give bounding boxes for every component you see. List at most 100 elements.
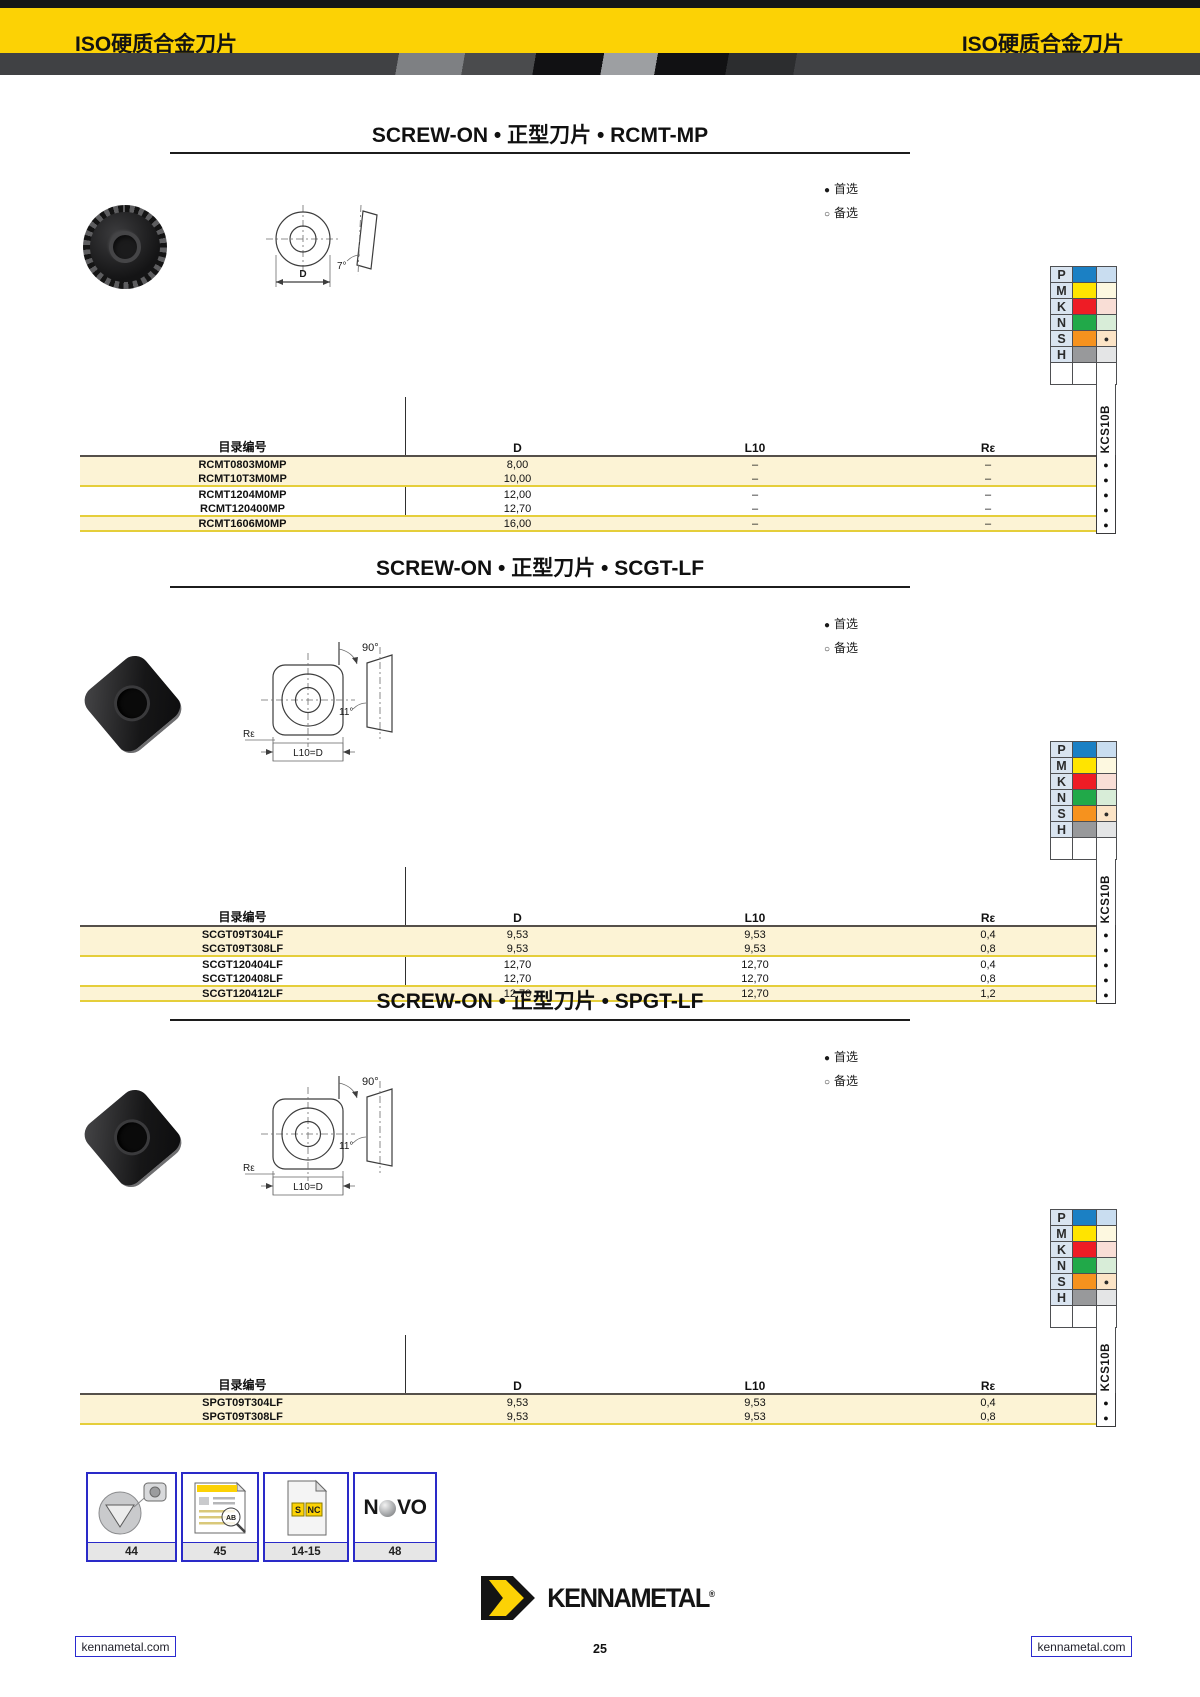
grade-empty-cell bbox=[1073, 363, 1097, 385]
grade-cell-S: ● bbox=[1097, 331, 1117, 347]
novo-logo: N VO bbox=[363, 1496, 427, 1519]
insert-hole bbox=[109, 231, 141, 263]
preferred-dot-column: ● ● bbox=[1096, 1393, 1116, 1427]
novo-sphere-icon bbox=[379, 1499, 397, 1517]
snc-document-icon: S NC bbox=[287, 1479, 328, 1536]
section2-rule bbox=[170, 586, 910, 588]
grade-swatch-K bbox=[1073, 774, 1097, 790]
grade-empty-cell bbox=[1097, 363, 1117, 385]
section3-legend: ●首选 ○备选 bbox=[824, 1050, 859, 1088]
preferred-dot-column: ● ● ● ● ● bbox=[1096, 925, 1116, 1004]
angle-7-label: 7° bbox=[337, 261, 347, 272]
grade-letter-K: K bbox=[1051, 1242, 1073, 1258]
grade-letter-P: P bbox=[1051, 1210, 1073, 1226]
grade-letter-S: S bbox=[1051, 1274, 1073, 1290]
grade-cell-P bbox=[1097, 267, 1117, 283]
grade-swatch-S bbox=[1073, 806, 1097, 822]
re-label: Rε bbox=[243, 729, 255, 740]
magnifier-badge: AB bbox=[226, 1515, 236, 1522]
dim-l10d-label: L10=D bbox=[293, 1182, 323, 1193]
legend-preferred: ●首选 bbox=[824, 182, 859, 196]
preferred-dot: ● bbox=[1103, 989, 1109, 1000]
kcs10b-column-label: KCS10B bbox=[1096, 859, 1116, 925]
page-ref-snc-document[interactable]: S NC 14-15 bbox=[263, 1472, 349, 1562]
catalog-number: SPGT09T304LF bbox=[202, 1396, 283, 1409]
grade-letter-H: H bbox=[1051, 822, 1073, 838]
insert-hole bbox=[110, 1116, 154, 1159]
section1-title: SCREW-ON • 正型刀片 • RCMT-MP bbox=[371, 124, 709, 147]
grade-swatch-H bbox=[1073, 347, 1097, 363]
rcmt-technical-drawing: D 7° bbox=[266, 204, 378, 287]
grade-swatch-K bbox=[1073, 1242, 1097, 1258]
grade-swatch-M bbox=[1073, 758, 1097, 774]
section3-title: SCREW-ON • 正型刀片 • SPGT-LF bbox=[376, 990, 704, 1013]
angle-11-label: 11° bbox=[339, 707, 353, 718]
preferred-dot: ● bbox=[1103, 959, 1109, 970]
rcmt-insert-photo bbox=[83, 205, 167, 289]
spgt-insert-photo bbox=[78, 1083, 188, 1194]
website-link-left[interactable]: kennametal.com bbox=[75, 1636, 176, 1657]
registered-mark: ® bbox=[708, 1588, 715, 1599]
filled-dot-icon: ● bbox=[824, 620, 831, 631]
catalog-number: RCMT120400MP bbox=[200, 502, 285, 515]
col-header-d: D bbox=[513, 441, 522, 455]
snc-nc-label: NC bbox=[308, 1505, 321, 1515]
scgt-insert-photo bbox=[78, 649, 188, 760]
section2-title: SCREW-ON • 正型刀片 • SCGT-LF bbox=[375, 557, 705, 580]
grade-cell-M bbox=[1097, 283, 1117, 299]
open-dot-icon: ○ bbox=[824, 1077, 831, 1088]
kennametal-mark-icon bbox=[480, 1576, 535, 1620]
grade-swatch-M bbox=[1073, 1226, 1097, 1242]
page-ref-catalog-page[interactable]: AB 45 bbox=[181, 1472, 259, 1562]
header-title-right: ISO硬质合金刀片 bbox=[961, 33, 1124, 56]
open-dot-icon: ○ bbox=[824, 209, 831, 220]
page-ref-number: 45 bbox=[183, 1542, 257, 1560]
col-header-l10: L10 bbox=[744, 441, 766, 455]
grade-letter-P: P bbox=[1051, 267, 1073, 283]
catalog-number: SCGT120404LF bbox=[202, 958, 283, 971]
catalog-number: SCGT120412LF bbox=[202, 987, 283, 1000]
grade-swatch-K bbox=[1073, 299, 1097, 315]
section1-rule bbox=[170, 152, 910, 154]
grade-letter-P: P bbox=[1051, 742, 1073, 758]
grade-letter-N: N bbox=[1051, 315, 1073, 331]
preferred-dot: ● bbox=[1103, 474, 1109, 485]
legend-alternate: ○备选 bbox=[824, 206, 859, 220]
catalog-number: RCMT1204M0MP bbox=[198, 488, 287, 501]
preferred-dot: ● bbox=[1103, 1397, 1109, 1408]
angle-90-label: 90° bbox=[362, 642, 379, 654]
grade-swatch-H bbox=[1073, 822, 1097, 838]
page-ref-novo[interactable]: N VO 48 bbox=[353, 1472, 437, 1562]
table2-header-rule bbox=[80, 925, 1096, 927]
table3-header-rule bbox=[80, 1393, 1096, 1395]
dim-d-label: D bbox=[299, 269, 306, 280]
page-number: 25 bbox=[593, 1642, 607, 1656]
grade-chart: P M K N S● H bbox=[1050, 266, 1117, 385]
grade-swatch-N bbox=[1073, 1258, 1097, 1274]
grade-letter-N: N bbox=[1051, 1258, 1073, 1274]
website-link-right[interactable]: kennametal.com bbox=[1031, 1636, 1132, 1657]
page-ref-insert-photo[interactable]: 44 bbox=[86, 1472, 177, 1562]
grade-chart: P M K N S● H bbox=[1050, 1209, 1117, 1328]
grade-cell-K bbox=[1097, 299, 1117, 315]
grade-swatch-P bbox=[1073, 1210, 1097, 1226]
grade-swatch-P bbox=[1073, 742, 1097, 758]
column-divider bbox=[405, 1335, 406, 1425]
grade-empty-cell bbox=[1051, 363, 1073, 385]
col-header-re: Rε bbox=[980, 441, 996, 455]
section1-legend: ●首选 ○备选 bbox=[824, 178, 858, 226]
table3-header: 目录编号 D L10 Rε bbox=[218, 1378, 996, 1393]
grade-swatch-S bbox=[1073, 1274, 1097, 1290]
preferred-dot: ● bbox=[1103, 929, 1109, 940]
grade-letter-S: S bbox=[1051, 806, 1073, 822]
grade-letter-M: M bbox=[1051, 758, 1073, 774]
grade-letter-K: K bbox=[1051, 299, 1073, 315]
grade-letter-M: M bbox=[1051, 1226, 1073, 1242]
grade-letter-K: K bbox=[1051, 774, 1073, 790]
filled-dot-icon: ● bbox=[824, 185, 831, 196]
